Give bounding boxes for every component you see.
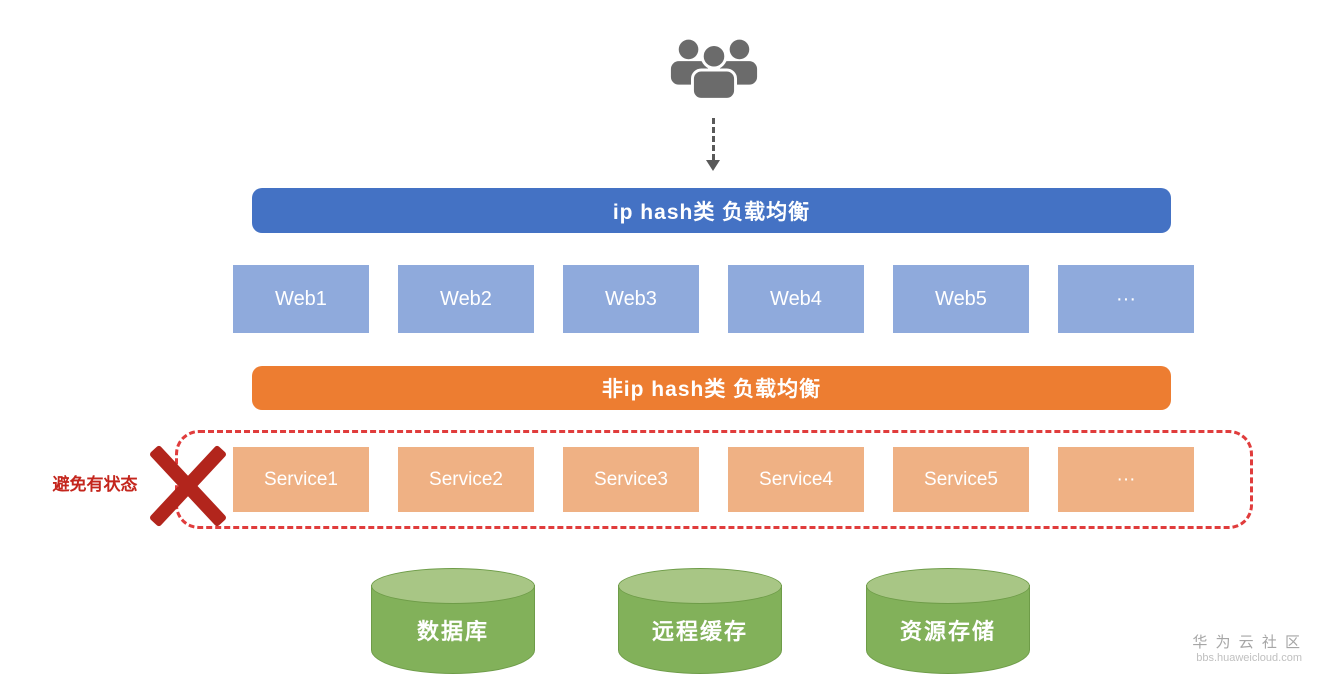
service-node-5: Service5 xyxy=(893,447,1029,512)
web-node-3: Web3 xyxy=(563,265,699,333)
users-group-icon xyxy=(670,39,758,101)
cylinder-top xyxy=(371,568,535,604)
web-node-more: ··· xyxy=(1058,265,1194,333)
cylinder-top xyxy=(618,568,782,604)
stateless-warning-label: 避免有状态 xyxy=(52,475,138,494)
web-node-5: Web5 xyxy=(893,265,1029,333)
service-node-more: ··· xyxy=(1058,447,1194,512)
service-node-1: Service1 xyxy=(233,447,369,512)
down-arrow-head xyxy=(706,160,720,171)
resource-storage-cylinder: 资源存储 xyxy=(866,568,1030,674)
cross-x-icon xyxy=(138,436,238,536)
web-node-1: Web1 xyxy=(233,265,369,333)
database-cylinder: 数据库 xyxy=(371,568,535,674)
cylinder-top xyxy=(866,568,1030,604)
service-node-3: Service3 xyxy=(563,447,699,512)
watermark: 华 为 云 社 区 bbs.huaweicloud.com xyxy=(1192,631,1302,664)
web-node-4: Web4 xyxy=(728,265,864,333)
lb-non-ip-hash-bar: 非ip hash类 负载均衡 xyxy=(252,366,1171,410)
database-label: 数据库 xyxy=(416,619,489,644)
service-node-2: Service2 xyxy=(398,447,534,512)
watermark-title: 华 为 云 社 区 xyxy=(1192,634,1302,651)
down-arrow-shaft xyxy=(712,118,715,160)
lb-ip-hash-bar: ip hash类 负载均衡 xyxy=(252,188,1171,233)
watermark-url: bbs.huaweicloud.com xyxy=(1196,652,1302,664)
web-node-2: Web2 xyxy=(398,265,534,333)
down-arrow-icon xyxy=(705,118,721,174)
remote-cache-cylinder: 远程缓存 xyxy=(618,568,782,674)
service-node-4: Service4 xyxy=(728,447,864,512)
remote-cache-label: 远程缓存 xyxy=(651,619,748,644)
resource-storage-label: 资源存储 xyxy=(899,619,996,644)
